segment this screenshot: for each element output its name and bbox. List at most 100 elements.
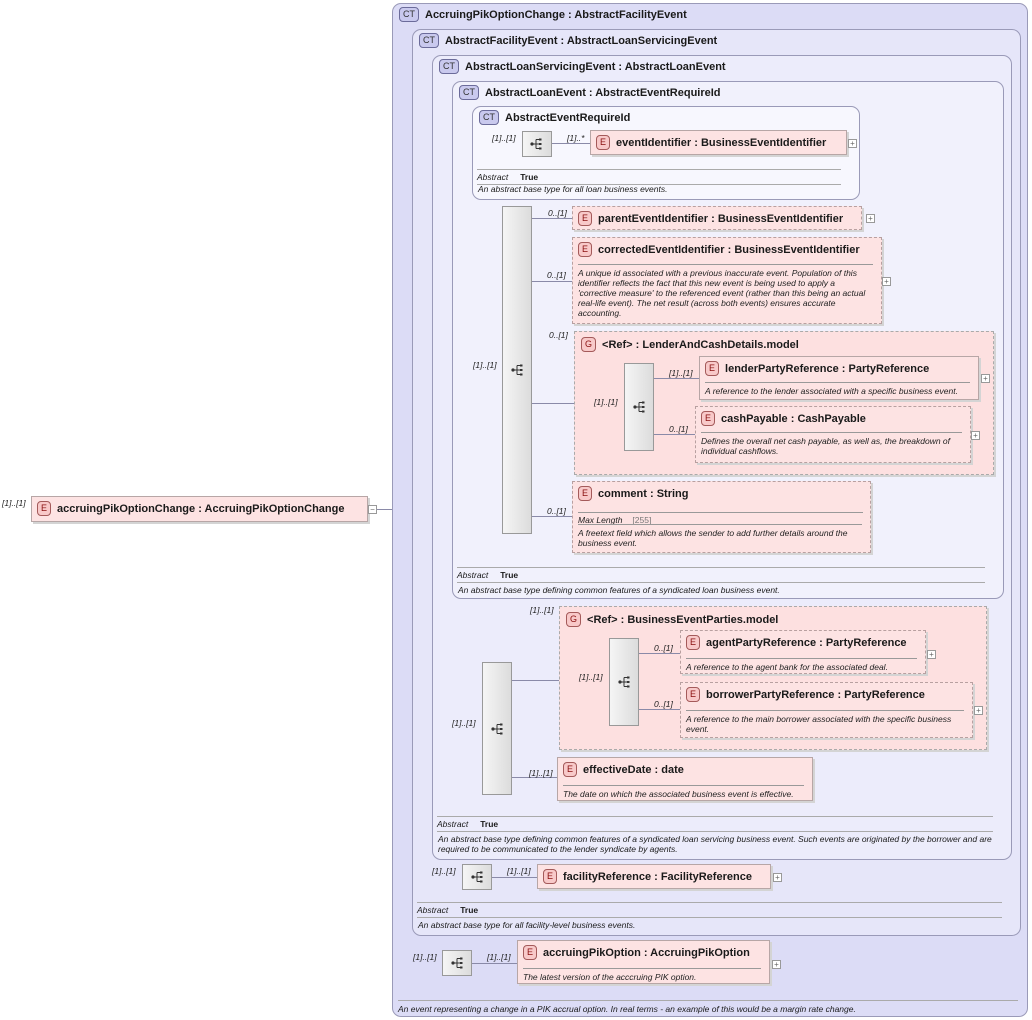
type-documentation: An abstract base type defining common fe… bbox=[438, 834, 992, 854]
expand-icon[interactable]: + bbox=[974, 706, 983, 715]
root-element-label: accruingPikOptionChange : AccruingPikOpt… bbox=[57, 502, 345, 515]
connector bbox=[639, 709, 680, 710]
connector bbox=[492, 877, 537, 878]
type-title: AbstractLoanEvent : AbstractEventRequire… bbox=[485, 86, 721, 99]
element-badge: E bbox=[686, 687, 701, 702]
element-badge: E bbox=[578, 242, 593, 257]
element-label: borrowerPartyReference : PartyReference bbox=[706, 688, 925, 701]
connector bbox=[532, 403, 574, 404]
complex-type-icon: CT bbox=[419, 33, 439, 48]
element-documentation: The date on which the associated busines… bbox=[563, 785, 804, 799]
expand-icon[interactable]: + bbox=[866, 214, 875, 223]
type-documentation: An abstract base type for all facility-l… bbox=[418, 920, 636, 930]
sequence-icon bbox=[511, 364, 523, 376]
connector bbox=[370, 509, 402, 510]
sequence-icon bbox=[471, 871, 483, 883]
connector bbox=[639, 653, 680, 654]
element-badge: E bbox=[578, 211, 593, 226]
expand-icon[interactable]: + bbox=[772, 960, 781, 969]
element-documentation: A freetext field which allows the sender… bbox=[578, 524, 862, 548]
connector bbox=[532, 281, 572, 282]
sequence-compositor[interactable] bbox=[624, 363, 654, 451]
group-badge: G bbox=[581, 337, 597, 352]
complex-type-icon: CT bbox=[399, 7, 419, 22]
multiplicity: 0..[1] bbox=[654, 643, 673, 653]
multiplicity: [1]..[1] bbox=[594, 397, 618, 407]
multiplicity: [1]..[1] bbox=[452, 718, 476, 728]
multiplicity: [1]..[1] bbox=[507, 866, 531, 876]
type-title: AbstractFacilityEvent : AbstractLoanServ… bbox=[445, 34, 718, 47]
expand-icon[interactable]: + bbox=[981, 374, 990, 383]
element-documentation: A reference to the main borrower associa… bbox=[686, 710, 964, 734]
multiplicity: [1]..[1] bbox=[473, 360, 497, 370]
multiplicity: [1]..[1] bbox=[492, 133, 516, 143]
type-documentation: An event representing a change in a PIK … bbox=[398, 1000, 1018, 1014]
multiplicity: [1]..[1] bbox=[413, 952, 437, 962]
element-badge: E bbox=[686, 635, 701, 650]
multiplicity: [1]..[1] bbox=[579, 672, 603, 682]
element-label: eventIdentifier : BusinessEventIdentifie… bbox=[616, 136, 827, 149]
element-badge: E bbox=[37, 501, 52, 516]
type-title: AccruingPikOptionChange : AbstractFacili… bbox=[425, 8, 687, 21]
element-documentation: A unique id associated with a previous i… bbox=[578, 264, 873, 318]
multiplicity: [1]..[1] bbox=[530, 605, 554, 615]
element-label: agentPartyReference : PartyReference bbox=[706, 636, 907, 649]
element-badge: E bbox=[523, 945, 538, 960]
type-documentation: An abstract base type defining common fe… bbox=[458, 585, 780, 595]
connector bbox=[654, 434, 695, 435]
element-badge: E bbox=[701, 411, 716, 426]
expand-icon[interactable]: + bbox=[848, 139, 857, 148]
connector bbox=[512, 777, 557, 778]
multiplicity: 0..[1] bbox=[669, 424, 688, 434]
element-documentation: A reference to the agent bank for the as… bbox=[686, 658, 917, 672]
sequence-icon bbox=[491, 723, 503, 735]
connector bbox=[532, 218, 572, 219]
root-multiplicity: [1]..[1] bbox=[2, 498, 26, 508]
group-badge: G bbox=[566, 612, 582, 627]
multiplicity: [1]..* bbox=[567, 133, 585, 143]
element-label: facilityReference : FacilityReference bbox=[563, 870, 752, 883]
multiplicity: [1]..[1] bbox=[432, 866, 456, 876]
connector bbox=[512, 680, 559, 681]
multiplicity: 0..[1] bbox=[549, 330, 568, 340]
type-title: AbstractLoanServicingEvent : AbstractLoa… bbox=[465, 60, 726, 73]
multiplicity: 0..[1] bbox=[654, 699, 673, 709]
type-documentation: An abstract base type for all loan busin… bbox=[478, 184, 668, 194]
element-label: effectiveDate : date bbox=[583, 763, 684, 776]
expand-icon[interactable]: + bbox=[882, 277, 891, 286]
connector bbox=[472, 963, 517, 964]
expand-icon[interactable]: + bbox=[971, 431, 980, 440]
expand-icon[interactable]: + bbox=[927, 650, 936, 659]
complex-type-icon: CT bbox=[439, 59, 459, 74]
element-label: cashPayable : CashPayable bbox=[721, 412, 866, 425]
multiplicity: 0..[1] bbox=[547, 506, 566, 516]
element-badge: E bbox=[563, 762, 578, 777]
multiplicity: [1]..[1] bbox=[529, 768, 553, 778]
multiplicity: [1]..[1] bbox=[487, 952, 511, 962]
expand-icon[interactable]: + bbox=[773, 873, 782, 882]
collapse-icon[interactable]: − bbox=[368, 505, 377, 514]
element-documentation: The latest version of the acccruing PIK … bbox=[523, 968, 761, 982]
connector bbox=[532, 516, 572, 517]
multiplicity: 0..[1] bbox=[548, 208, 567, 218]
max-length-facet: Max Length[255] bbox=[578, 512, 863, 525]
element-documentation: A reference to the lender associated wit… bbox=[705, 382, 970, 396]
element-label: comment : String bbox=[598, 487, 689, 500]
connector bbox=[654, 378, 699, 379]
sequence-icon bbox=[530, 138, 542, 150]
